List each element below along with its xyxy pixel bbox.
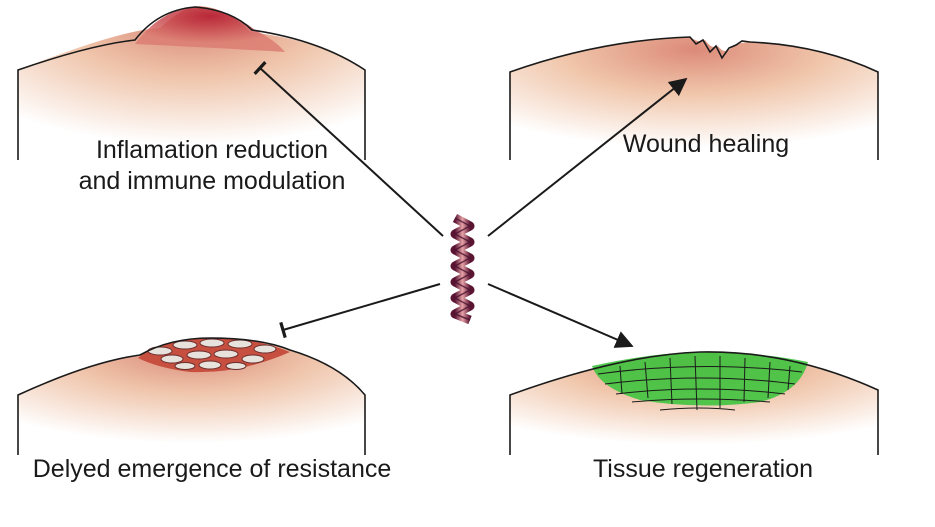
bacteria-cluster <box>147 338 277 370</box>
caption-wound: Wound healing <box>623 130 789 158</box>
skin-outline-inflammation <box>17 6 366 160</box>
caption-resistance: Delyed emergence of resistance <box>33 455 392 483</box>
new-tissue <box>592 352 808 406</box>
inflamed-bump <box>135 7 285 52</box>
inhibit-arrow-inflammation <box>253 61 444 237</box>
skin-outline-regeneration <box>509 351 879 455</box>
skin-resistance <box>18 338 365 455</box>
caption-inflammation-line1: Inflamation reduction <box>96 136 328 164</box>
arrow-regeneration <box>487 283 634 348</box>
panel-inflammation: Inflamation reduction and immune modulat… <box>17 5 366 195</box>
skin-outline-wound <box>509 36 879 160</box>
caption-inflammation-line2: and immune modulation <box>79 167 346 195</box>
skin-wound <box>510 37 878 160</box>
inhibit-arrow-resistance <box>279 283 441 339</box>
skin-outline-resistance <box>17 337 366 455</box>
cell-grid <box>597 355 803 411</box>
panel-regeneration: Tissue regeneration <box>509 351 879 483</box>
panel-resistance: Delyed emergence of resistance <box>17 337 392 483</box>
peptide-helix-icon <box>450 214 475 325</box>
caption-regeneration: Tissue regeneration <box>593 455 813 483</box>
arrow-wound <box>487 77 688 237</box>
panel-wound: Wound healing <box>509 36 879 160</box>
